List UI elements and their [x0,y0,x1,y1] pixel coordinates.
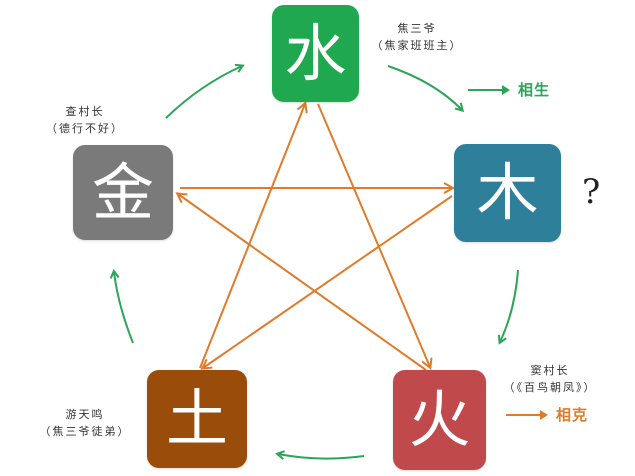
fire-caption-note: （《百鸟朝凤》） [503,381,597,394]
element-earth-box: 土 [147,370,247,468]
arrow-fire-to-earth [278,454,365,459]
legend-generating: 相生 [468,79,550,100]
overcoming-star-arrows [178,103,453,371]
arrow-water-to-wood [387,65,462,110]
metal-caption: 查村长 （德行不好） [30,103,140,137]
arrow-wood-to-earth [203,195,453,368]
water-caption-note: （焦家班班主） [371,39,463,52]
element-fire-char: 火 [408,383,471,456]
element-metal-box: 金 [73,145,173,240]
metal-caption-note: （德行不好） [46,122,124,135]
legend-generating-label: 相生 [518,81,551,99]
element-fire-box: 火 [393,370,486,470]
element-water-box: 水 [272,5,359,102]
earth-caption-name: 游天鸣 [65,408,105,421]
element-earth-char: 土 [165,382,228,455]
fire-caption: 窦村长 （《百鸟朝凤》） [490,362,610,396]
wood-question-mark: ? [582,172,601,212]
element-water-char: 水 [284,16,347,90]
metal-caption-name: 查村长 [65,105,105,118]
legend-overcoming: 相克 [506,404,588,425]
water-caption: 焦三爷 （焦家班班主） [362,20,472,54]
arrow-earth-to-water [199,104,305,369]
fire-caption-name: 窦村长 [530,364,570,377]
arrow-water-to-fire [317,103,430,367]
arrow-fire-to-metal [178,194,427,371]
water-caption-name: 焦三爷 [397,22,437,35]
arrow-wood-to-fire [500,269,519,342]
earth-caption: 游天鸣 （焦三爷徒弟） [30,406,140,440]
legend-overcoming-label: 相克 [556,406,589,424]
earth-caption-note: （焦三爷徒弟） [39,425,131,438]
arrow-metal-to-water [165,66,242,119]
legend-generating-arrow-icon [468,84,510,95]
legend-overcoming-arrow-icon [506,409,548,420]
element-metal-char: 金 [91,155,154,229]
arrow-earth-to-metal [114,272,134,344]
element-wood-char: 木 [476,156,539,229]
element-wood-box: 木 [454,144,561,242]
generating-cycle-arrows [114,65,519,459]
